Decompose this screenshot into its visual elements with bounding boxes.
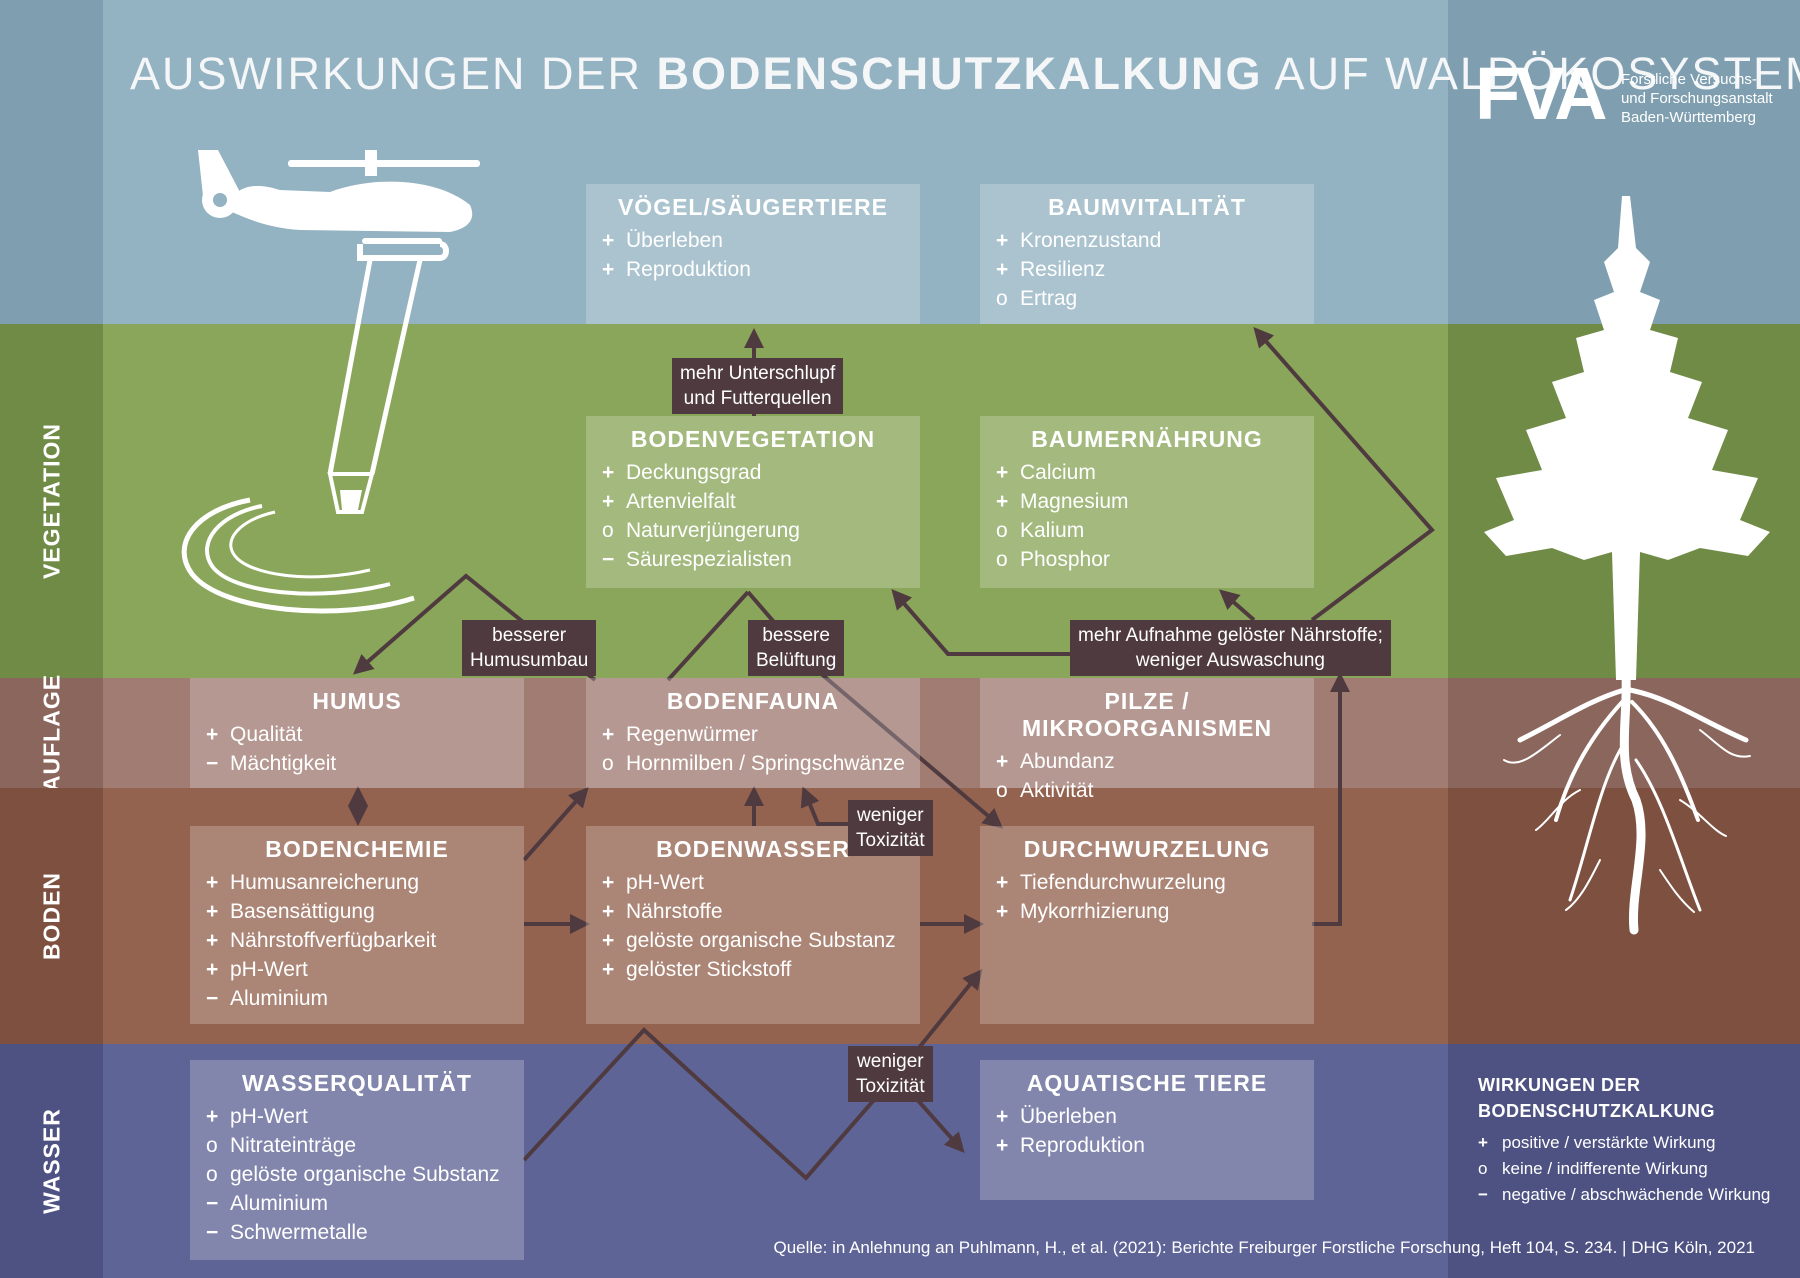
list-item: +Qualität [206,723,303,746]
list-item: −Säurespezialisten [602,548,792,571]
helicopter-icon [198,150,480,514]
list-item: +Abundanz [996,750,1115,773]
list-item: +pH-Wert [206,1105,308,1128]
list-item: +pH-Wert [602,871,704,894]
list-item: +gelöster Stickstoff [602,958,792,981]
box-bodenchemie: BODENCHEMIE +Humusanreicherung +Basensät… [190,826,524,1024]
list-item: +pH-Wert [206,958,308,981]
source-citation: Quelle: in Anlehnung an Puhlmann, H., et… [773,1238,1755,1257]
box-title: BAUMERNÄHRUNG [1031,426,1263,452]
list-item: +Magnesium [996,490,1129,513]
list-item: −Aluminium [206,987,329,1010]
list-item: +Nährstoffe [602,900,723,923]
list-item: +gelöste organische Substanz [602,929,896,952]
box-title: PILZE / MIKROORGANISMEN [1021,688,1273,741]
box-title: BAUMVITALITÄT [1048,194,1246,220]
arrows [348,326,1435,1181]
logo-text: Forstliche Versuchs-und Forschungsanstal… [1620,71,1773,126]
box-bodenvegetation: BODENVEGETATION +Deckungsgrad +Artenviel… [586,416,920,588]
box-title: AQUATISCHE TIERE [1026,1070,1268,1096]
list-item: +Resilienz [996,258,1106,281]
band-auflage: AUFLAGE [0,674,1800,792]
list-item: +Mykorrhizierung [996,900,1170,923]
box-humus: HUMUS +Qualität −Mächtigkeit [190,678,524,788]
list-item: +Kronenzustand [996,229,1162,252]
box-aquatische-tiere: AQUATISCHE TIERE +Überleben +Reproduktio… [980,1060,1314,1200]
fva-logo: FVA Forstliche Versuchs-und Forschungsan… [1475,52,1773,135]
page-title: AUSWIRKUNGEN DER BODENSCHUTZKALKUNG AUF … [130,48,1800,99]
box-title: WASSERQUALITÄT [242,1070,472,1096]
box-baumvitalitaet: BAUMVITALITÄT +Kronenzustand +Resilienz … [980,184,1314,324]
box-title: VÖGEL/SÄUGERTIERE [617,194,889,220]
tree-icon [1484,196,1770,935]
logo-mark: FVA [1475,52,1607,135]
list-item: +Überleben [602,229,723,252]
list-item: +Basensättigung [206,900,375,923]
legend-item: +positive / verstärkte Wirkung [1478,1133,1716,1152]
list-item: +Deckungsgrad [602,461,762,484]
box-voegel-saeugetiere: VÖGEL/SÄUGERTIERE +Überleben +Reprodukti… [586,184,920,324]
box-title: BODENFAUNA [666,688,840,714]
box-durchwurzelung: DURCHWURZELUNG +Tiefendurchwurzelung +My… [980,826,1314,1024]
water-ripple-icon [181,497,415,614]
list-item: +Nährstoffverfügbarkeit [206,929,437,952]
label-aufnahme: mehr Aufnahme gelöster Nährstoffe;wenige… [1070,620,1391,676]
box-bodenwasser: BODENWASSER +pH-Wert +Nährstoffe +gelöst… [586,826,920,1024]
legend-item: −negative / abschwächende Wirkung [1478,1185,1771,1204]
list-item: −Schwermetalle [206,1221,368,1244]
list-item: +Regenwürmer [602,723,758,746]
box-title: DURCHWURZELUNG [1023,836,1271,862]
list-item: +Humusanreicherung [206,871,420,894]
list-item: −Mächtigkeit [206,752,337,775]
list-item: +Reproduktion [996,1134,1145,1157]
box-title: BODENWASSER [656,836,850,862]
list-item: +Tiefendurchwurzelung [996,871,1226,894]
box-title: BODENCHEMIE [265,836,449,862]
list-item: +Überleben [996,1105,1117,1128]
box-title: BODENVEGETATION [630,426,876,452]
list-item: +Calcium [996,461,1096,484]
box-title: HUMUS [312,688,402,714]
list-item: −Aluminium [206,1192,329,1215]
list-item: +Reproduktion [602,258,751,281]
list-item: +Artenvielfalt [602,490,736,513]
